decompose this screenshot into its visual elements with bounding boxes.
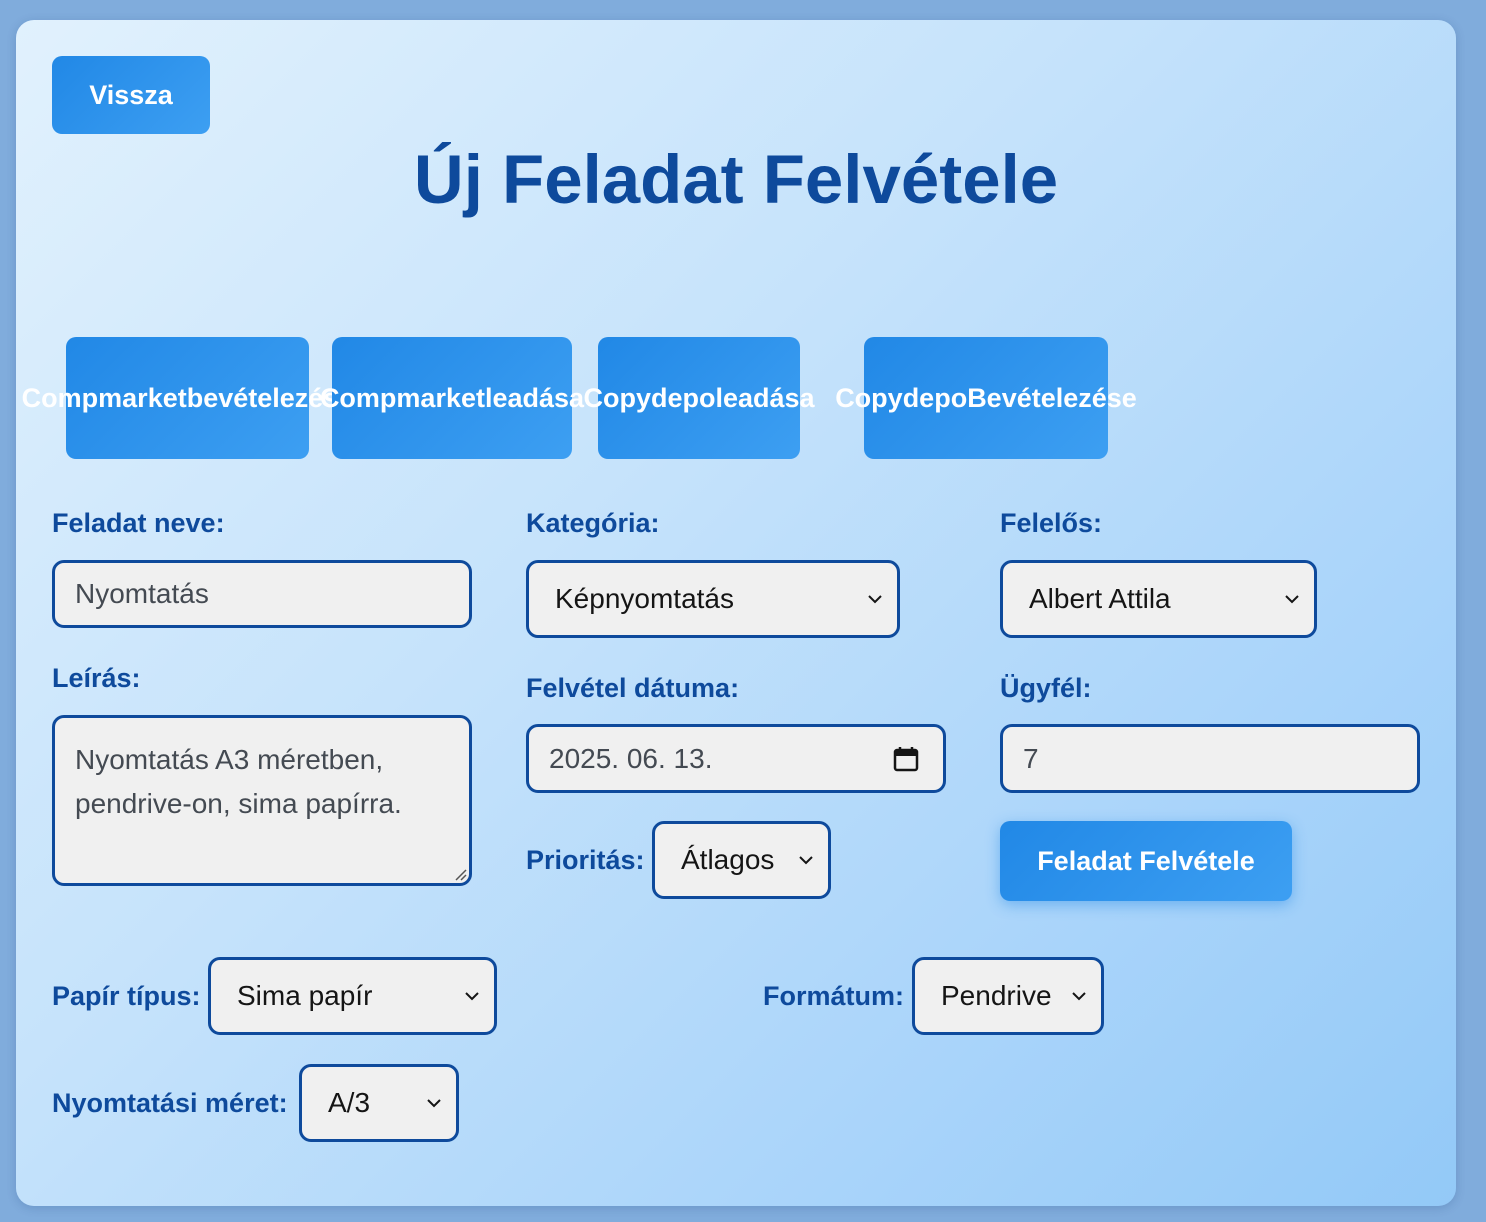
category-select[interactable]: Képnyomtatás [526,560,900,638]
priority-select[interactable]: Átlagos [652,821,831,899]
calendar-icon[interactable] [893,746,919,772]
description-textarea[interactable]: Nyomtatás A3 méretben, pendrive-on, sima… [52,715,472,886]
page-title: Új Feladat Felvétele [413,141,1059,218]
responsible-select[interactable]: Albert Attila [1000,560,1317,638]
button-label-line: Compmarket [21,382,187,413]
print-size-label: Nyomtatási méret: [52,1088,288,1118]
chevron-down-icon [799,856,813,865]
task-name-label: Feladat neve: [52,508,225,538]
chevron-down-icon [1285,595,1299,604]
print-size-selected-value: A/3 [328,1087,371,1118]
submit-task-button[interactable]: Feladat Felvétele [1000,821,1292,901]
date-input[interactable]: 2025. 06. 13. [526,724,946,793]
button-label-line: leadása [715,382,815,413]
description-value: Nyomtatás A3 méretben, pendrive-on, sima… [75,744,402,819]
paper-type-selected-value: Sima papír [237,980,373,1011]
print-size-select[interactable]: A/3 [299,1064,459,1142]
chevron-down-icon [465,992,479,1001]
button-label-line: Copydepo [583,382,716,413]
category-label: Kategória: [526,508,660,538]
form-card: Vissza Új Feladat Felvétele Compmarket b… [16,20,1456,1206]
button-label-line: Bevételezése [967,382,1137,413]
chevron-down-icon [868,595,882,604]
date-value: 2025. 06. 13. [549,742,713,774]
date-label: Felvétel dátuma: [526,673,740,703]
category-selected-value: Képnyomtatás [555,583,734,614]
client-label: Ügyfél: [1000,673,1092,703]
responsible-label: Felelős: [1000,508,1103,538]
client-input[interactable]: 7 [1000,724,1420,793]
description-label: Leírás: [52,663,141,693]
paper-type-select[interactable]: Sima papír [208,957,497,1035]
chevron-down-icon [1072,992,1086,1001]
client-value: 7 [1023,742,1039,774]
format-label: Formátum: [763,981,904,1011]
back-button[interactable]: Vissza [52,56,210,134]
priority-label: Prioritás: [526,845,645,875]
button-label-line: bevételezése [186,382,354,413]
copydepo-intake-button[interactable]: Copydepo Bevételezése [835,337,1137,459]
responsible-selected-value: Albert Attila [1029,583,1171,614]
button-label-line: leadása [484,382,585,413]
format-selected-value: Pendrive [941,980,1052,1011]
button-label-line: Compmarket [319,382,485,413]
compmarket-intake-button[interactable]: Compmarket bevételezése [22,337,353,459]
priority-selected-value: Átlagos [681,844,775,875]
compmarket-dropoff-button[interactable]: Compmarket leadása [320,337,584,459]
task-name-value: Nyomtatás [75,578,209,609]
task-name-input[interactable]: Nyomtatás [52,560,472,628]
resize-handle-icon[interactable] [453,867,467,881]
format-select[interactable]: Pendrive [912,957,1104,1035]
chevron-down-icon [427,1099,441,1108]
button-label-line: Copydepo [835,382,968,413]
paper-type-label: Papír típus: [52,981,201,1011]
copydepo-dropoff-button[interactable]: Copydepo leadása [583,337,815,459]
